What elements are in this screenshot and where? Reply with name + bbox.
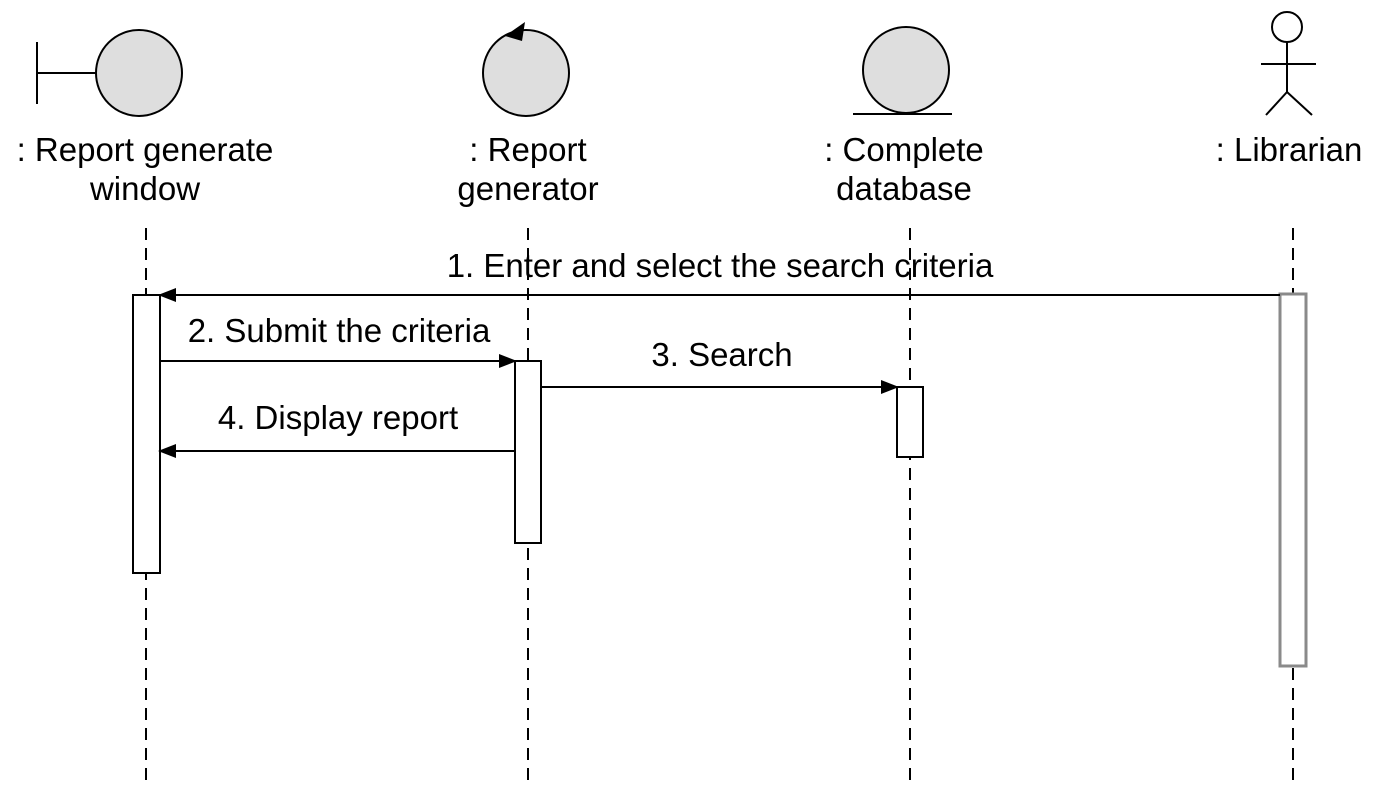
participant-label-line2: generator — [457, 170, 598, 207]
entity-icon — [853, 26, 952, 115]
participant-librarian: : Librarian — [1216, 11, 1363, 168]
boundary-icon — [36, 29, 183, 117]
activation-bar-report-generator — [514, 360, 542, 544]
participant-label-line1: : Complete — [824, 131, 984, 168]
participant-report-generator: : Report generator — [457, 22, 599, 207]
actor-icon — [1261, 11, 1316, 116]
participant-label-line1: : Report generate — [17, 131, 274, 168]
participant-label-line1: : Report — [469, 131, 586, 168]
participant-label-line2: window — [89, 170, 200, 207]
activation-bar-report-generate-window — [132, 294, 161, 574]
message-2: 2. Submit the criteria — [160, 312, 517, 368]
message-1: 1. Enter and select the search criteria — [158, 247, 1280, 302]
participant-complete-database: : Complete database — [824, 26, 984, 207]
message-3: 3. Search — [541, 336, 899, 394]
participant-report-generate-window: : Report generate window — [17, 29, 274, 207]
activation-bar-librarian — [1278, 292, 1308, 668]
message-label: 1. Enter and select the search criteria — [447, 247, 994, 284]
message-label: 4. Display report — [218, 399, 458, 436]
participant-label-line1: : Librarian — [1216, 131, 1363, 168]
control-icon — [482, 22, 570, 117]
activation-bar-complete-database — [896, 386, 924, 458]
message-label: 3. Search — [651, 336, 792, 373]
message-4: 4. Display report — [158, 399, 515, 458]
message-label: 2. Submit the criteria — [188, 312, 491, 349]
participant-label-line2: database — [836, 170, 972, 207]
